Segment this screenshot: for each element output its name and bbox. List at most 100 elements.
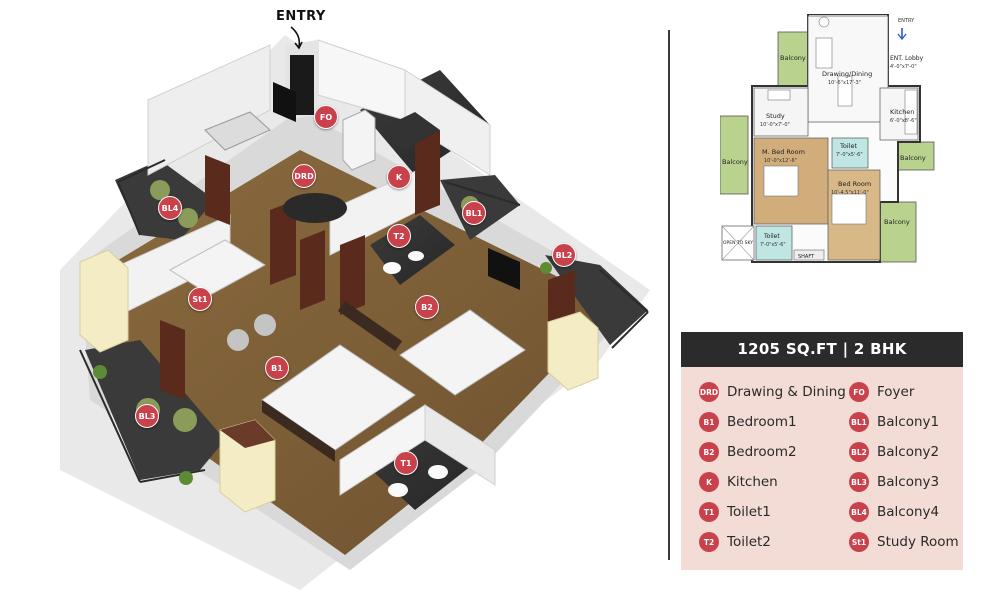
door-3 [340,235,365,315]
pin-bl4: BL4 [158,196,182,220]
plan-label-bed-room: Bed Room [838,180,871,188]
pin-k: K [387,165,411,189]
plan-label-entry: ENTRY [898,18,915,24]
plan-label-drawing-dining-dim: 10'-6"x17'-3" [828,80,861,86]
door-1 [270,200,296,285]
legend-item-bl3: BL3 Balcony3 [849,470,939,494]
legend-badge: B2 [699,442,719,462]
pillar-right [547,311,599,391]
legend-label: Foyer [877,384,915,400]
legend-label: Drawing & Dining [727,384,846,400]
headboard-b1 [337,301,403,351]
wall-kitchen-right [404,69,491,176]
tv-b2 [488,248,520,290]
chair-4 [150,180,170,200]
plan-label-m-bed-room: M. Bed Room [762,148,805,156]
legend-badge: T2 [699,532,719,552]
legend-label: Balcony4 [877,504,940,520]
legend-item-k: K Kitchen [699,470,778,494]
wc-t1 [388,483,408,497]
legend-badge: K [699,472,719,492]
pin-t2: T2 [387,224,411,248]
wc-t2 [383,262,401,274]
legend-badge: BL1 [849,412,869,432]
legend-item-b1: B1 Bedroom1 [699,410,797,434]
pin-bl1: BL1 [462,201,486,225]
legend-label: Study Room [877,534,959,550]
bed-b1-base [262,400,335,462]
plan-label-balcony-right: Balcony [900,154,926,162]
tv [273,82,296,122]
plan-label-toilet-top: Toilet [839,142,857,150]
legend-item-b2: B2 Bedroom2 [699,440,797,464]
entry-arrow-icon [290,26,303,50]
plan-label-balcony-left: Balcony [722,158,748,166]
legend-label: Bedroom1 [727,414,797,430]
plan-label-toilet-bottom: Toilet [763,233,780,240]
legend-item-bl4: BL4 Balcony4 [849,500,939,524]
pin-st1: St1 [188,287,212,311]
legend-title: 1205 SQ.FT | 2 BHK [681,332,963,367]
legend-item-st1: St1 Study Room [849,530,959,554]
bed-b2 [399,309,526,396]
plan-label-toilet-top-dim: 7'-0"x5'-6" [836,152,863,158]
legend-label: Balcony3 [877,474,940,490]
legend-item-drd: DRD Drawing & Dining [699,380,846,404]
plan-label-study-dim: 10'-0"x7'-0" [760,122,790,128]
plan-label-study: Study [766,112,785,120]
chair-2 [173,408,197,432]
plant-3 [540,262,552,274]
plan-label-ent-lobby-dim: 4'-0"x7'-0" [890,64,917,70]
legend-badge: B1 [699,412,719,432]
railing-bl3 [79,349,206,483]
door-2 [300,230,325,310]
legend-label: Balcony1 [877,414,940,430]
pin-drd: DRD [292,164,316,188]
pin-b2: B2 [415,295,439,319]
plan-label-open-to-sky: OPEN TO SKY [723,240,753,246]
railing-bl2 [599,269,649,349]
legend-item-bl2: BL2 Balcony2 [849,440,939,464]
pin-b1: B1 [265,356,289,380]
plan-label-drawing-dining: Drawing/Dining [822,70,872,78]
chair-3 [178,208,198,228]
legend-panel: 1205 SQ.FT | 2 BHK DRD Drawing & Dining … [681,332,963,570]
legend-badge: DRD [699,382,719,402]
legend-badge: FO [849,382,869,402]
chair-6 [254,314,276,336]
plan-label-balcony-tl: Balcony [780,54,806,62]
legend-item-bl1: BL1 Balcony1 [849,410,939,434]
plant-1 [93,365,107,379]
entry-label: ENTRY [276,9,326,24]
plan-label-kitchen: Kitchen [890,108,914,116]
legend-label: Bedroom2 [727,444,797,460]
legend-badge: St1 [849,532,869,552]
door-6 [415,130,440,215]
plan-label-bed-room-dim: 10'-4.5"x11'-0" [831,190,869,196]
pillar-bottom-top [220,420,275,448]
pin-fo: FO [314,105,338,129]
legend-label: Toilet1 [727,504,771,520]
legend-item-t1: T1 Toilet1 [699,500,771,524]
fridge [342,109,376,171]
bed-study [169,239,266,296]
plan-label-kitchen-dim: 6'-0"x8'-6" [890,118,917,124]
pillar-left [79,249,129,353]
2d-floor-plan: ENTRY Balcony Drawing/Dining 10'-6"x17'-… [720,14,935,263]
legend-badge: BL2 [849,442,869,462]
plan-label-shaft: SHAFT [798,254,815,260]
legend-label: Toilet2 [727,534,771,550]
plan-label-m-bed-room-dim: 10'-0"x12'-6" [764,158,797,164]
wall-t1-right [424,404,496,486]
pin-bl3: BL3 [135,404,159,428]
railing-bl4 [117,159,166,236]
isometric-floorplan-render [60,35,650,590]
sofa [204,111,271,151]
legend-badge: BL3 [849,472,869,492]
legend-label: Kitchen [727,474,778,490]
vertical-divider [668,30,670,560]
wall-back-left [147,44,271,176]
plan-label-ent-lobby: ENT. Lobby [890,55,924,62]
railing-bl1 [444,181,521,206]
dining-table [283,193,347,223]
